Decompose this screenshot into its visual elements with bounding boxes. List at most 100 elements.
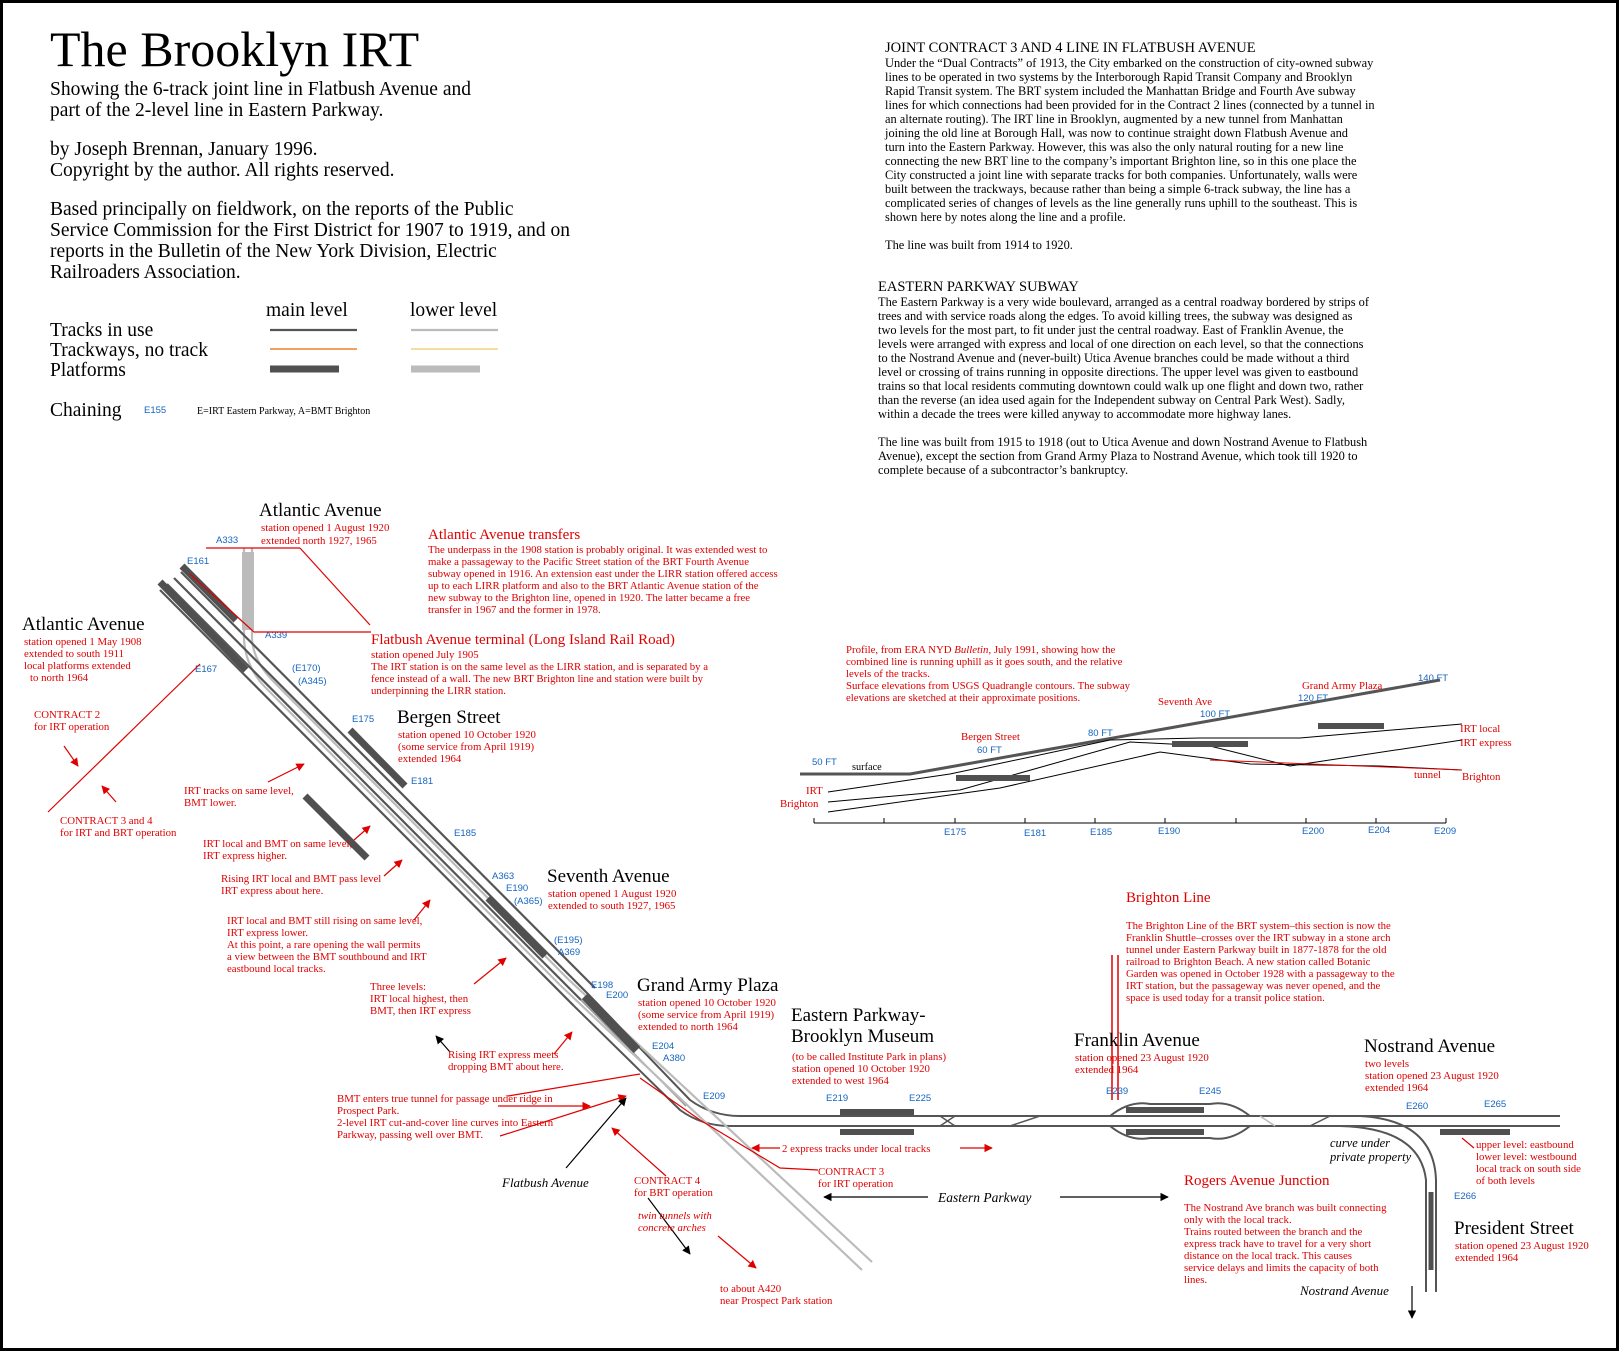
legend-chaining-key: E=IRT Eastern Parkway, A=BMT Brighton [197,406,370,417]
station-note: extended 1964 [1455,1252,1519,1264]
profile-caption: elevations are sketched at their approxi… [846,692,1080,704]
chain-label: E198 [591,980,613,991]
profile-label: IRT express [1460,737,1512,749]
crossover [1259,1115,1276,1127]
station-note: extended to west 1964 [792,1075,889,1087]
note-line: lines. [1184,1274,1207,1286]
profile-brighton [827,751,1463,813]
profile-surface-label: surface [852,762,882,773]
note-line: lower level: westbound [1476,1151,1577,1163]
note-line: Rising IRT local and BMT pass level [221,873,381,885]
note-heading: Atlantic Avenue transfers [428,527,580,543]
legend-main-level: main level [266,300,348,321]
station-grand-army: Grand Army Plaza [637,975,779,996]
irt-track [159,589,575,1007]
essay-heading: EASTERN PARKWAY SUBWAY [878,279,1079,295]
note-line: railroad to Brighton Beach. A new statio… [1126,956,1371,968]
arrow [101,785,117,803]
station-labels: Atlantic Avenue station opened 1 August … [22,500,1589,1264]
note-line: The Nostrand Ave branch was built connec… [1184,1202,1387,1214]
note-line: station opened July 1905 [371,649,479,661]
profile-elevation: 60 FT [977,745,1002,756]
note-line: The underpass in the 1908 station is pro… [428,544,767,556]
chain-label: (E170) [292,663,321,674]
note-line: IRT local and BMT on same level, [203,838,352,850]
profile-caption: levels of the tracks. [846,668,930,680]
chain-label: E181 [411,776,433,787]
sources-line: Based principally on fieldwork, on the r… [50,199,514,220]
note-heading: Brighton Line [1126,890,1211,906]
note-line: distance on the local track. This causes [1184,1250,1352,1262]
irt-track [166,583,582,1001]
essay-built: The line was built from 1914 to 1920. [885,238,1073,252]
note-line: Trains routed between the branch and the [1184,1226,1363,1238]
legend-lower-level: lower level [410,300,498,321]
note-line: BMT lower. [184,797,237,809]
station-note: extended to south 1911 [24,648,124,660]
essay-line: within a decade the trees were killed an… [878,407,1291,421]
street-flatbush: Flatbush Avenue [501,1175,589,1190]
arrow [413,899,431,921]
note-line: IRT local highest, then [370,993,469,1005]
eastern-parkway-essay: EASTERN PARKWAY SUBWAY The Eastern Parkw… [878,279,1370,477]
note-line: concrete arches [638,1222,706,1234]
platform-seventh [485,895,548,959]
leader-line [189,573,371,633]
station-president: President Street [1454,1218,1575,1239]
note-curve: private property [1329,1150,1412,1164]
profile-axis-label: E200 [1302,826,1324,837]
irt-track [587,993,1560,1117]
essay-line: an alternate routing). The IRT line in B… [885,112,1343,126]
bmt-platform-atlantic [242,552,254,630]
note-line: IRT express lower. [227,927,308,939]
irt-track [1109,1125,1251,1140]
chain-label: E260 [1406,1101,1428,1112]
platform-bergen [302,793,370,861]
chaining-labels: A333 E161 A339 E167 (E170) (A345) E175 E… [187,535,1506,1202]
chain-label: E175 [352,714,374,725]
station-note: (some service from April 1919) [638,1009,775,1021]
note-line: IRT express higher. [203,850,287,862]
legend: main level lower level Tracks in use Tra… [50,300,498,421]
profile-axis-label: E204 [1368,825,1390,836]
station-note: station opened 23 August 1920 [1075,1052,1209,1064]
note-heading: Rogers Avenue Junction [1184,1173,1330,1189]
station-note: station opened 23 August 1920 [1365,1070,1499,1082]
essay-line: connecting the new BRT line to the compa… [885,154,1357,168]
station-atlantic-bmt: Atlantic Avenue [259,500,382,521]
profile-label: IRT local [1460,723,1500,735]
note-line: space is used today for a transit police… [1126,992,1325,1004]
profile-diagram: Profile, from ERA NYD Bulletin, July 199… [780,644,1512,839]
profile-tunnel [1209,759,1463,771]
essay-built: Avenue), except the section from Grand A… [878,449,1358,463]
chain-label: (A345) [298,676,327,687]
profile-caption: combined line is running uphill as it go… [846,656,1123,668]
note-heading: Flatbush Avenue terminal (Long Island Ra… [371,632,675,648]
station-bergen: Bergen Street [397,707,501,728]
essay-line: level or crossing of trains running in o… [878,365,1359,379]
station-seventh: Seventh Avenue [547,866,670,887]
note-line: CONTRACT 3 and 4 [60,815,153,827]
profile-caption: Profile, from ERA NYD Bulletin, July 199… [846,644,1116,656]
profile-station: Bergen Street [961,731,1020,743]
legend-chaining-sample: E155 [144,405,166,416]
note-line: express track have to travel for a very … [1184,1238,1371,1250]
arrow [435,1035,451,1053]
profile-caption: Surface elevations from USGS Quadrangle … [846,680,1131,692]
profile-axis-label: E209 [1434,826,1456,837]
platform-grand-army [581,992,641,1054]
station-note: extended 1964 [1365,1082,1429,1094]
essay-line: Rapid Transit system. The BRT system inc… [885,84,1357,98]
chain-label: E245 [1199,1086,1221,1097]
profile-caption-text: , July 1991, showing how the [988,644,1115,656]
profile-elevation: 50 FT [812,757,837,768]
essay-line: joining the old line at Borough Hall, wa… [884,126,1349,140]
joint-contract-essay: JOINT CONTRACT 3 AND 4 LINE IN FLATBUSH … [884,40,1375,252]
note-line: CONTRACT 4 [634,1175,701,1187]
chain-label: A363 [492,871,514,882]
chain-label: (A365) [514,896,543,907]
arrow [63,745,79,767]
station-note: station opened 10 October 1920 [792,1063,930,1075]
